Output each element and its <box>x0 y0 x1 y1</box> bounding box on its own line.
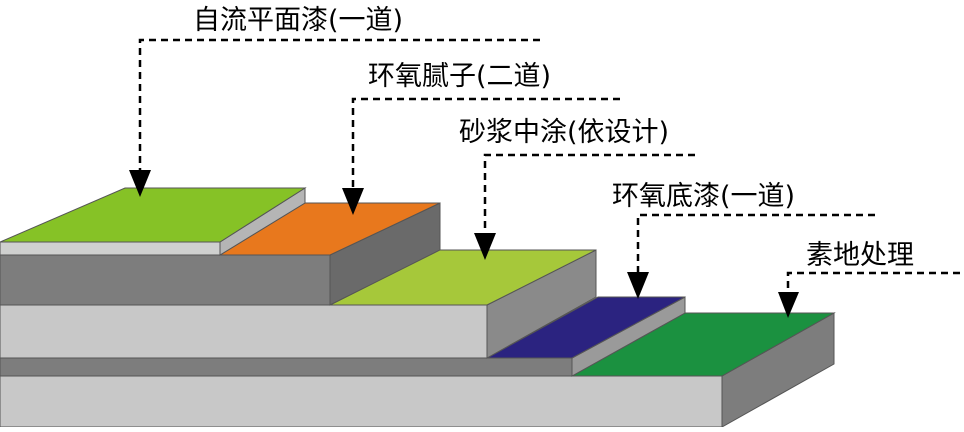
label-epoxy-primer: 环氧底漆(一道) <box>612 181 795 212</box>
layer-primer-top <box>486 296 686 359</box>
primer-tier <box>0 296 686 377</box>
arrowhead-primer <box>627 272 649 299</box>
putty-tier <box>0 202 441 306</box>
arrowhead-putty <box>342 188 364 215</box>
layer-topcoat-top <box>0 187 307 243</box>
primer-tier-front <box>0 357 573 377</box>
mortar-tier <box>0 249 597 359</box>
label-mortar-intermediate: 砂浆中涂(依设计) <box>459 117 669 148</box>
topcoat-tier-front <box>0 241 221 256</box>
putty-tier-front <box>0 254 331 306</box>
leader-putty <box>351 97 620 190</box>
label-substrate-treatment: 素地处理 <box>806 240 914 271</box>
label-epoxy-putty: 环氧腻子(二道) <box>368 61 551 92</box>
leader-mortar <box>483 153 695 238</box>
base-slab-front <box>0 375 723 428</box>
mortar-tier-front <box>0 304 488 359</box>
leader-primer <box>636 213 875 283</box>
arrowhead-mortar <box>474 233 496 260</box>
leader-substrate <box>786 271 960 302</box>
arrowhead-topcoat <box>129 170 151 197</box>
arrowhead-substrate <box>778 292 799 318</box>
leader-topcoat <box>138 38 540 178</box>
label-self-leveling-topcoat: 自流平面漆(一道) <box>193 5 403 36</box>
